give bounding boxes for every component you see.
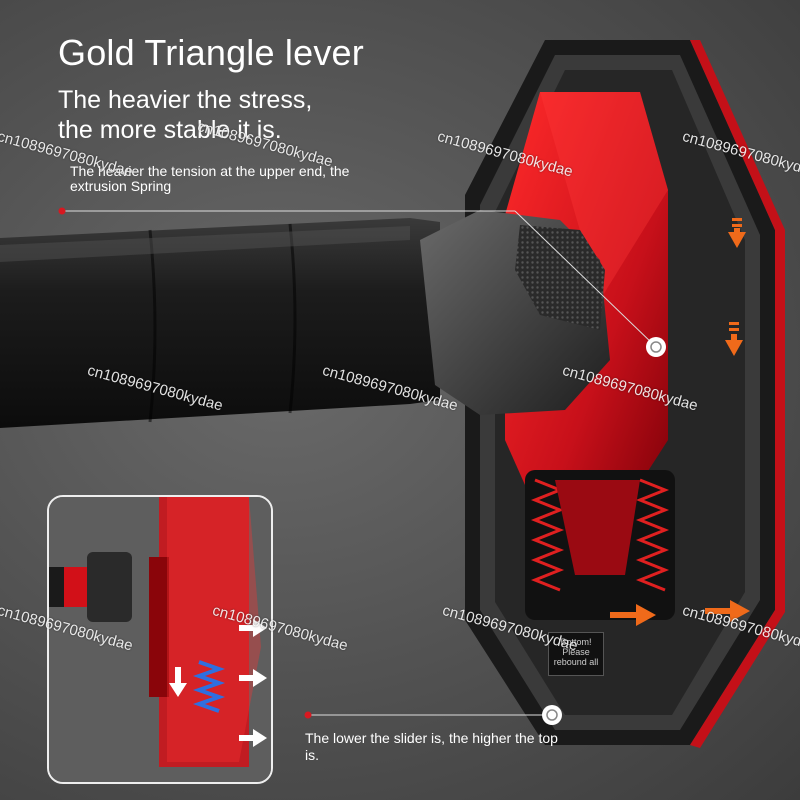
- pullup-bar: [0, 210, 610, 428]
- lower-callout-text: The lower the slider is, the higher the …: [305, 730, 558, 763]
- spring-icon: [530, 478, 670, 592]
- arrow-down-icon: [169, 667, 187, 697]
- arrow-right-icon: [610, 600, 750, 626]
- subheadline-line-1: The heavier the stress,: [58, 86, 313, 114]
- red-dot: [304, 711, 312, 719]
- upper-callout-text: The heavier the tension at the upper end…: [70, 163, 350, 194]
- arrow-down-icon: [725, 218, 746, 356]
- arrow-right-icon: [239, 619, 267, 747]
- inset-detail-image: [47, 495, 273, 784]
- red-dot: [58, 207, 66, 215]
- subheadline-line-2: the more stable it is.: [58, 116, 282, 144]
- callout-lines: [62, 210, 656, 716]
- headline: Gold Triangle lever: [58, 32, 364, 73]
- spring-icon: [192, 660, 226, 713]
- product-label: Bottom! Please rebound all: [548, 632, 604, 676]
- inset-illustration: [49, 497, 271, 782]
- pointer-dot-icon: [542, 337, 666, 725]
